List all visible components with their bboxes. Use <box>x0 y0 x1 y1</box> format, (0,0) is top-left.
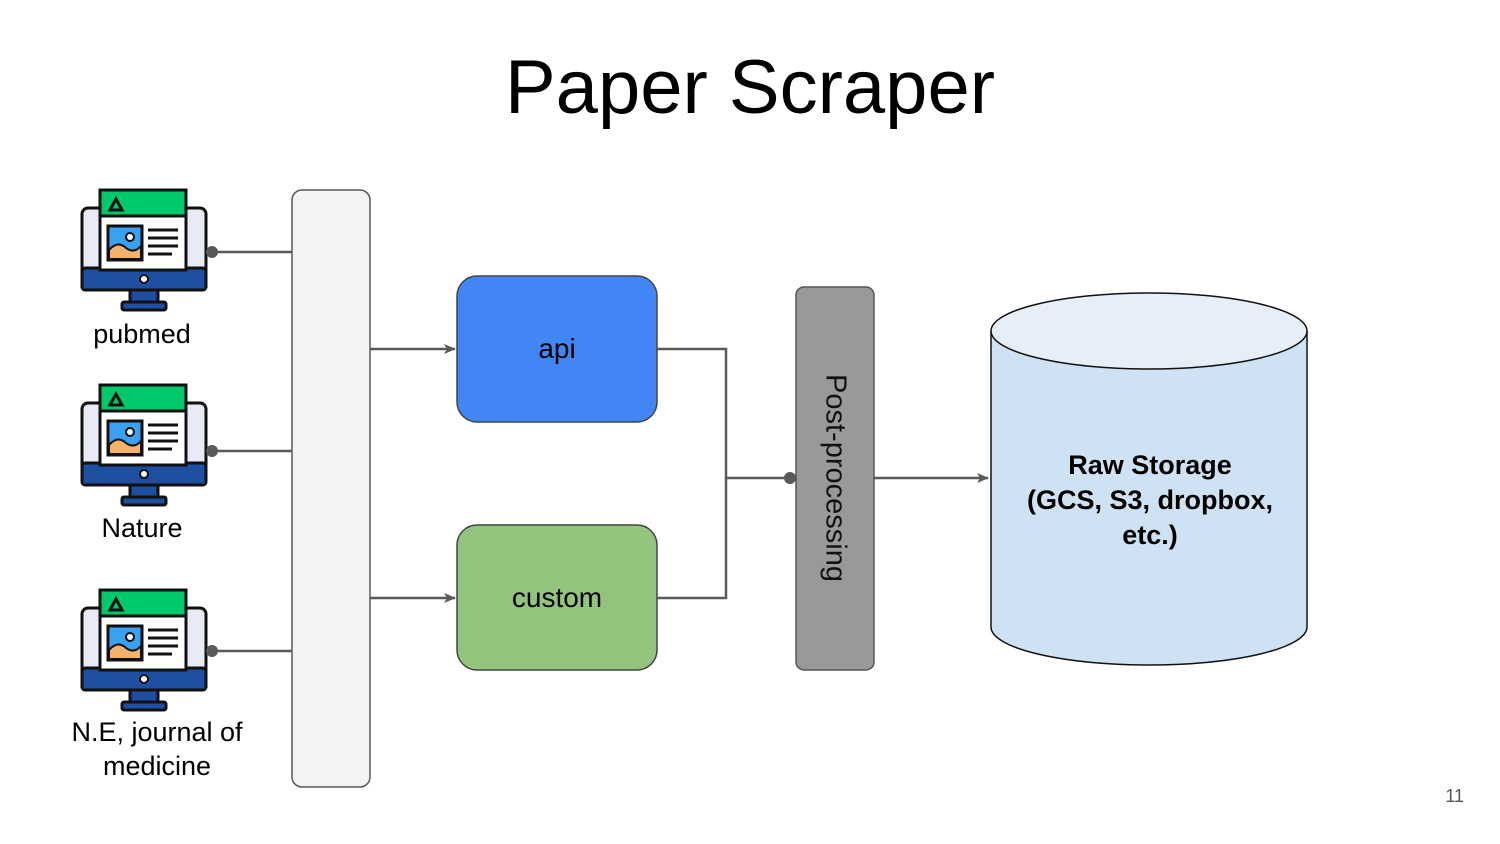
page-number: 11 <box>1445 786 1464 806</box>
source-monitor-icon-2 <box>80 383 208 507</box>
storage-label-line1: Raw Storage <box>1068 450 1232 480</box>
merge-dot <box>784 472 796 484</box>
source-monitor-icon-1 <box>80 188 208 312</box>
source-label-pubmed: pubmed <box>93 319 191 349</box>
api-label: api <box>538 333 576 364</box>
source-connectors <box>206 246 292 657</box>
storage-label-line3: etc.) <box>1122 520 1178 550</box>
post-processing-label: Post-processing <box>819 374 852 582</box>
storage-label-line2: (GCS, S3, dropbox, <box>1026 485 1274 515</box>
raw-storage-cylinder <box>990 292 1308 666</box>
router-bar <box>291 189 371 788</box>
merge-connector <box>657 347 796 600</box>
slide-title: Paper Scraper <box>504 45 996 130</box>
source-label-nejm: N.E, journal of medicine <box>71 717 243 781</box>
custom-label: custom <box>511 581 603 613</box>
source-label-nature: Nature <box>101 513 183 543</box>
source-monitor-icon-3 <box>80 588 208 712</box>
storage-label: Raw Storage (GCS, S3, dropbox, etc.) <box>1000 448 1300 553</box>
